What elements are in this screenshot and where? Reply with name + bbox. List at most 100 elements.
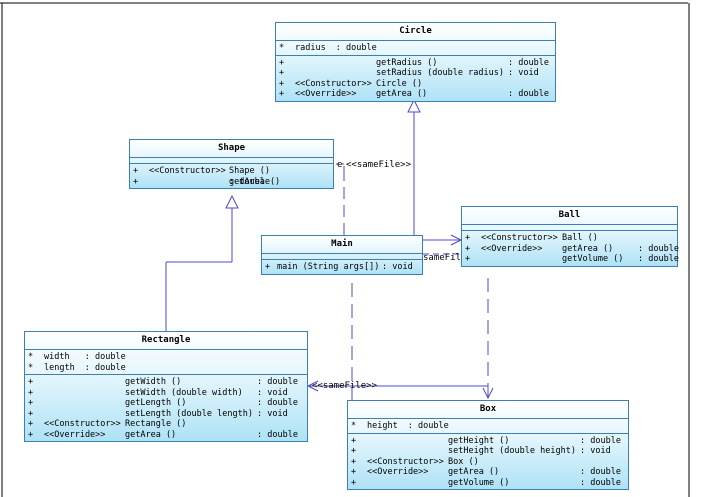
member-vis: + — [28, 419, 34, 429]
operation-row[interactable]: + <<Constructor>> Circle () — [276, 79, 555, 90]
member-name: Rectangle () — [125, 419, 187, 429]
class-title: Box — [348, 401, 628, 419]
operation-row[interactable]: +setWidth (double width): void — [25, 388, 307, 399]
member-type: : double — [580, 477, 621, 488]
member-stereo: <<Constructor>> — [367, 456, 444, 467]
operation-row[interactable]: +<<Override>>getArea (): double — [25, 430, 307, 441]
member-stereo: <<Constructor>> — [295, 78, 372, 89]
member-vis: * — [28, 362, 34, 373]
operations-compartment: +main (String args[]): void — [262, 260, 422, 274]
attributes-compartment: * radius : double — [276, 41, 555, 56]
member-type: : double — [335, 43, 377, 53]
member-stereo: <<Constructor>> — [481, 233, 558, 243]
operation-row[interactable]: +setHeight (double height): void — [348, 446, 628, 457]
member-type: : double — [257, 429, 298, 440]
operations-compartment: +<<Constructor>>Shape ()+getArea (): dou… — [130, 164, 333, 188]
member-stereo: <<Constructor>> — [149, 166, 226, 176]
member-name: length — [44, 362, 75, 373]
dependency-arrow-box — [482, 387, 494, 400]
member-name: getArea () — [448, 467, 500, 477]
member-name: setRadius (double radius) — [376, 68, 504, 78]
member-vis: + — [28, 398, 34, 408]
operations-compartment: + <<Constructor>> Ball () + <<Override>> getA… — [462, 231, 679, 266]
attributes-compartment — [262, 254, 422, 260]
member-type: : double — [508, 89, 549, 99]
member-name: main (String args[]) — [277, 262, 380, 272]
member-vis: + — [351, 446, 357, 456]
operation-row[interactable]: +getHeight (): double — [348, 436, 628, 447]
member-vis: + — [465, 254, 471, 264]
member-stereo: <<Constructor>> — [44, 419, 121, 429]
edge-label-main-shape: <<sameFile>> — [346, 160, 412, 170]
operation-row[interactable]: + setLength (double length) : void — [25, 409, 307, 420]
member-name: radius — [295, 43, 326, 53]
member-vis: + — [351, 456, 357, 467]
operation-row[interactable]: +main (String args[]): void — [262, 262, 422, 273]
member-vis: + — [351, 467, 357, 477]
member-type: : void — [382, 262, 413, 272]
operation-row[interactable]: + getVolume () : double — [348, 478, 628, 489]
operation-row[interactable]: +getLength (): double — [25, 398, 307, 409]
member-name: setLength (double length) — [125, 408, 253, 419]
member-vis: + — [279, 78, 285, 89]
member-type: : void — [257, 387, 288, 398]
member-name: getArea () — [562, 243, 614, 254]
operation-row[interactable]: +<<Constructor>>Box () — [348, 457, 628, 468]
class-circle[interactable]: Circle*radius: double+getRadius (): doub… — [275, 22, 556, 102]
member-vis: + — [351, 435, 357, 446]
member-name: getVolume () — [562, 254, 624, 264]
operation-row[interactable]: +<<Override>>getArea (): double — [348, 467, 628, 478]
member-vis: + — [28, 408, 34, 419]
attribute-row[interactable]: *width: double — [25, 352, 307, 363]
member-name: Ball () — [562, 233, 598, 243]
operation-row[interactable]: + <<Constructor>> Rectangle () — [25, 419, 307, 430]
edge-label-main-shape-overlap: e — [337, 160, 343, 170]
operation-row[interactable]: +<<Override>>getArea (): double — [276, 89, 555, 100]
attributes-compartment: *height: double — [348, 419, 628, 434]
member-type: : double — [580, 467, 621, 477]
class-rectangle[interactable]: Rectangle*width: double*length: double+g… — [24, 331, 308, 442]
operation-row[interactable]: +<<Override>>getArea (): double — [462, 243, 679, 255]
member-name: getHeight () — [448, 435, 510, 446]
member-vis: + — [351, 477, 357, 488]
operation-row[interactable]: +getVolume (): double — [462, 254, 679, 265]
class-box[interactable]: Box*height: double+getHeight (): double+… — [347, 400, 629, 490]
class-title: Shape — [130, 140, 333, 158]
member-vis: + — [465, 233, 471, 243]
operation-row[interactable]: +getRadius (): double — [276, 58, 555, 69]
member-stereo: <<Override>> — [481, 243, 543, 254]
class-main[interactable]: Main+main (String args[]): void — [261, 235, 423, 275]
class-shape[interactable]: Shape + <<Constructor>>Shape () + getArea ()… — [129, 139, 334, 189]
member-name: getArea () — [229, 176, 281, 187]
member-vis: + — [279, 57, 285, 68]
member-stereo: <<Override>> — [44, 429, 106, 440]
attribute-row[interactable]: * length : double — [25, 363, 307, 374]
attribute-row[interactable]: * radius : double — [276, 43, 555, 54]
member-name: getWidth () — [125, 377, 182, 387]
member-name: setHeight (double height) — [448, 446, 576, 456]
operation-row[interactable]: + <<Constructor>>Shape () — [130, 166, 333, 177]
member-type: : double — [84, 362, 126, 373]
member-name: Circle () — [376, 78, 423, 89]
dependency-arrow-ball — [450, 234, 463, 246]
member-vis: + — [28, 387, 34, 398]
member-name: width — [44, 352, 70, 362]
operation-row[interactable]: +getArea (): double — [130, 177, 333, 188]
member-name: Shape () — [229, 166, 270, 176]
operation-row[interactable]: +getWidth (): double — [25, 377, 307, 388]
member-type: : void — [257, 408, 288, 419]
member-vis: * — [279, 43, 285, 53]
attributes-compartment — [130, 158, 333, 164]
member-stereo: <<Override>> — [295, 89, 357, 99]
operation-row[interactable]: +setRadius (double radius): void — [276, 68, 555, 79]
class-ball[interactable]: Ball+<<Constructor>>Ball ()+<<Override>>… — [461, 206, 679, 267]
attributes-compartment: *width: double* length : double — [25, 350, 307, 375]
member-name: getRadius () — [376, 57, 438, 68]
member-vis: + — [133, 166, 139, 176]
operations-compartment: + getHeight () : double + setHeight (double … — [348, 434, 628, 490]
member-name: getVolume () — [448, 477, 510, 488]
member-type: : double — [257, 377, 298, 387]
attribute-row[interactable]: *height: double — [348, 421, 628, 432]
operation-row[interactable]: + <<Constructor>> Ball () — [462, 233, 677, 244]
member-vis: + — [133, 176, 139, 187]
